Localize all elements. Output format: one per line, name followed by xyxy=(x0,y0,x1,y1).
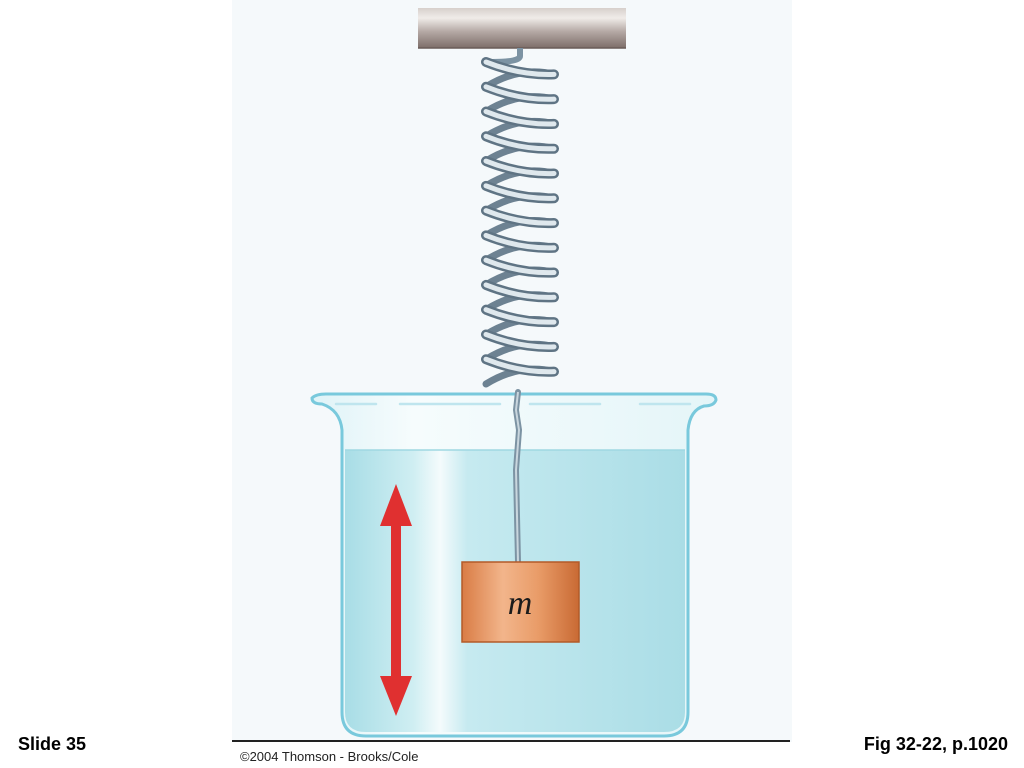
spring-coil-front xyxy=(483,59,557,77)
spring-coil-front xyxy=(483,257,557,276)
spring-coil-front xyxy=(483,183,557,201)
spring-coil-front xyxy=(483,282,557,300)
copyright-notice: ©2004 Thomson - Brooks/Cole xyxy=(240,749,419,764)
spring-coil-front xyxy=(483,232,557,251)
spring-coil-front xyxy=(483,331,557,350)
spring-coil-front xyxy=(483,158,557,177)
mass-label: m xyxy=(508,585,533,622)
slide-label: Slide 35 xyxy=(18,734,87,754)
ceiling-support xyxy=(418,8,626,48)
double-arrow-icon xyxy=(380,484,412,716)
spring xyxy=(481,48,559,388)
spring-coil-front xyxy=(483,356,557,375)
figure-reference: Fig 32-22, p.1020 xyxy=(863,734,1008,754)
spring-coil-front xyxy=(483,208,557,226)
spring-coil-front xyxy=(483,109,557,127)
spring-coil-front xyxy=(483,84,557,102)
mass-block xyxy=(461,561,580,643)
spring-coil-front xyxy=(483,307,557,325)
spring-coil-front xyxy=(483,133,557,152)
